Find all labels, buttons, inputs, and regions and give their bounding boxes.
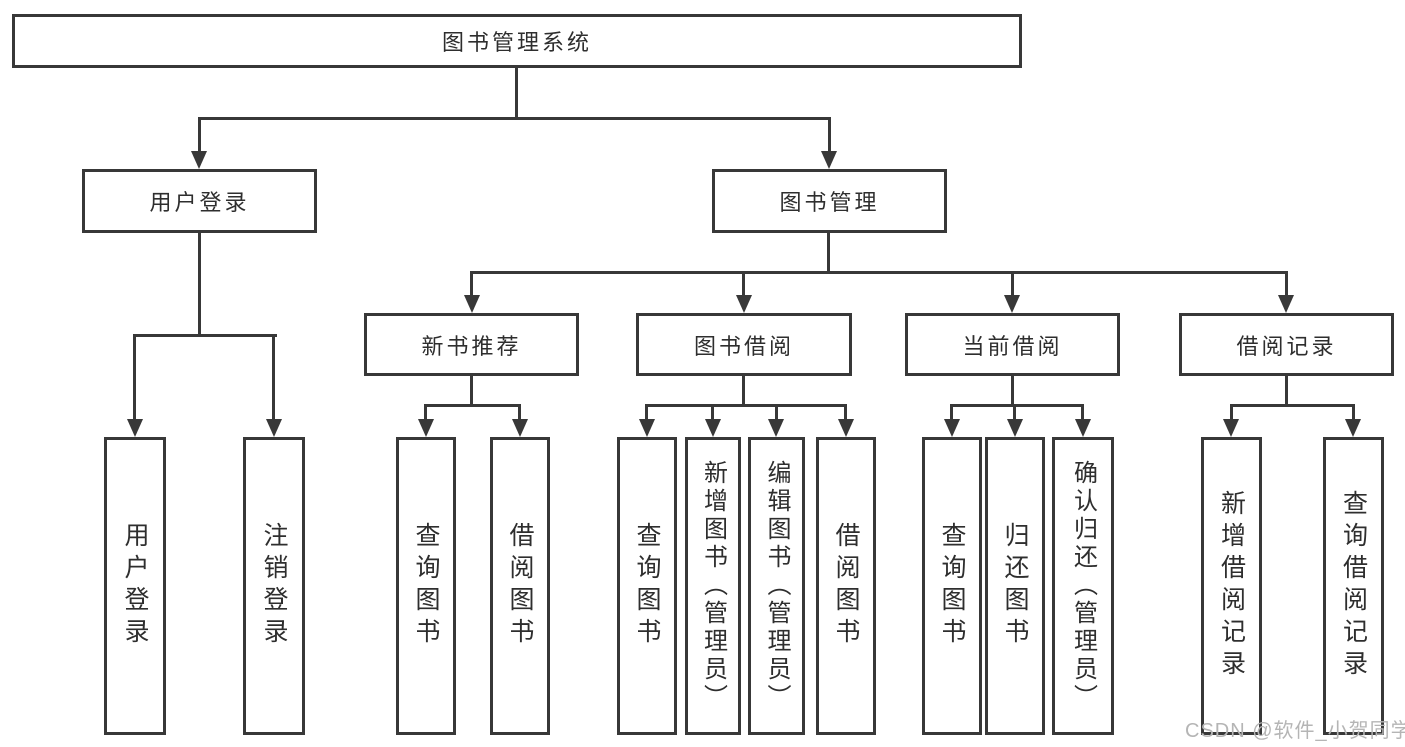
leaf-query-books-borrowing: 查询图书 bbox=[617, 437, 677, 735]
node-book-management: 图书管理 bbox=[712, 169, 947, 233]
arrowhead-icon bbox=[705, 419, 721, 437]
connector-root-hbar bbox=[198, 117, 831, 120]
leaf-query-books-recommend: 查询图书 bbox=[396, 437, 456, 735]
leaf-query-borrow-record: 查询借阅记录 bbox=[1323, 437, 1384, 735]
node-user-login: 用户登录 bbox=[82, 169, 317, 233]
node-library-management-system: 图书管理系统 bbox=[12, 14, 1022, 68]
arrowhead-icon bbox=[464, 295, 480, 313]
arrowhead-icon bbox=[127, 419, 143, 437]
leaf-confirm-return-admin: 确认归还（管理员） bbox=[1052, 437, 1114, 735]
connector-login-stem bbox=[198, 231, 201, 337]
connector-l3c-hbar bbox=[950, 404, 1084, 407]
connector-root-drop-1 bbox=[198, 117, 201, 154]
connector-l3c-drop-3 bbox=[1081, 404, 1084, 422]
node-borrowing-records: 借阅记录 bbox=[1179, 313, 1394, 376]
arrowhead-icon bbox=[266, 419, 282, 437]
connector-l3a-drop-2 bbox=[518, 404, 521, 422]
arrowhead-icon bbox=[512, 419, 528, 437]
connector-l3c-stem bbox=[1011, 374, 1014, 407]
arrowhead-icon bbox=[1278, 295, 1294, 313]
leaf-borrow-books-borrowing: 借阅图书 bbox=[816, 437, 876, 735]
leaf-edit-book-admin: 编辑图书（管理员） bbox=[748, 437, 805, 735]
connector-mgmt-drop-2 bbox=[742, 271, 745, 299]
arrowhead-icon bbox=[838, 419, 854, 437]
arrowhead-icon bbox=[768, 419, 784, 437]
connector-l3b-drop-3 bbox=[775, 404, 778, 422]
connector-l3c-drop-1 bbox=[950, 404, 953, 422]
leaf-add-borrow-record: 新增借阅记录 bbox=[1201, 437, 1262, 735]
node-current-borrowing: 当前借阅 bbox=[905, 313, 1120, 376]
connector-login-drop-1 bbox=[133, 334, 136, 422]
connector-l3a-hbar bbox=[424, 404, 521, 407]
leaf-add-book-admin: 新增图书（管理员） bbox=[685, 437, 741, 735]
arrowhead-icon bbox=[191, 151, 207, 169]
leaf-return-books: 归还图书 bbox=[985, 437, 1045, 735]
arrowhead-icon bbox=[1075, 419, 1091, 437]
connector-login-drop-2 bbox=[272, 334, 275, 422]
leaf-borrow-books-recommend: 借阅图书 bbox=[490, 437, 550, 735]
connector-login-hbar bbox=[133, 334, 277, 337]
connector-l3c-drop-2 bbox=[1013, 404, 1016, 422]
connector-mgmt-drop-1 bbox=[470, 271, 473, 299]
node-book-borrowing: 图书借阅 bbox=[636, 313, 852, 376]
arrowhead-icon bbox=[1345, 419, 1361, 437]
connector-mgmt-hbar bbox=[470, 271, 1288, 274]
arrowhead-icon bbox=[639, 419, 655, 437]
connector-mgmt-drop-3 bbox=[1011, 271, 1014, 299]
connector-l3d-drop-2 bbox=[1352, 404, 1355, 422]
connector-l3b-drop-4 bbox=[844, 404, 847, 422]
connector-l3d-drop-1 bbox=[1230, 404, 1233, 422]
connector-mgmt-stem bbox=[827, 231, 830, 274]
arrowhead-icon bbox=[821, 151, 837, 169]
connector-l3a-stem bbox=[470, 374, 473, 407]
arrowhead-icon bbox=[418, 419, 434, 437]
connector-root-stem bbox=[515, 66, 518, 119]
connector-l3b-drop-2 bbox=[711, 404, 714, 422]
connector-root-drop-2 bbox=[828, 117, 831, 154]
arrowhead-icon bbox=[1004, 295, 1020, 313]
connector-mgmt-drop-4 bbox=[1285, 271, 1288, 299]
leaf-query-books-current: 查询图书 bbox=[922, 437, 982, 735]
connector-l3b-drop-1 bbox=[645, 404, 648, 422]
connector-l3d-hbar bbox=[1230, 404, 1355, 407]
connector-l3b-stem bbox=[742, 374, 745, 407]
arrowhead-icon bbox=[1223, 419, 1239, 437]
leaf-user-login: 用户登录 bbox=[104, 437, 166, 735]
arrowhead-icon bbox=[1007, 419, 1023, 437]
node-new-book-recommendation: 新书推荐 bbox=[364, 313, 579, 376]
connector-l3d-stem bbox=[1285, 374, 1288, 407]
leaf-logout: 注销登录 bbox=[243, 437, 305, 735]
arrowhead-icon bbox=[736, 295, 752, 313]
arrowhead-icon bbox=[944, 419, 960, 437]
csdn-watermark: CSDN @软件_小贺同学 bbox=[1185, 720, 1405, 742]
connector-l3b-hbar bbox=[645, 404, 847, 407]
connector-l3a-drop-1 bbox=[424, 404, 427, 422]
